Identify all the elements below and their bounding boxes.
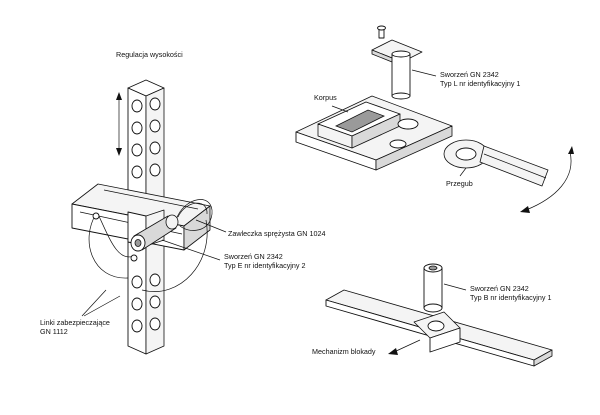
pin-type-l [371, 25, 423, 100]
height-adjustment-assembly [71, 79, 227, 355]
label-joint: Przegub [446, 179, 473, 188]
locking-direction-arrow [388, 339, 421, 355]
label-cables-line1: Linki zabezpieczające [40, 318, 110, 327]
label-cables-line2: GN 1112 [40, 327, 68, 336]
body-joint-assembly [295, 25, 574, 213]
rod-end-joint [443, 139, 549, 187]
safety-cables [88, 212, 208, 292]
rotation-arrow [520, 146, 574, 213]
label-spring-pin: Zawleczka sprężysta GN 1024 [228, 229, 325, 238]
pin-type-b [423, 263, 443, 313]
label-body: Korpus [314, 93, 337, 102]
label-pin-b-title: Sworzeń GN 2342 [470, 284, 529, 293]
pin-type-e [130, 214, 179, 252]
label-pin-e-title: Sworzeń GN 2342 [224, 252, 283, 261]
height-adjustment-arrow [116, 92, 122, 156]
labels: Regulacja wysokości Korpus Sworzeń GN 23… [40, 50, 552, 356]
label-pin-b-type: Typ B nr identyfikacyjny 1 [470, 293, 552, 302]
spring-pin [175, 199, 213, 231]
label-pin-l-title: Sworzeń GN 2342 [440, 70, 499, 79]
label-height-adjustment: Regulacja wysokości [116, 50, 183, 59]
label-pin-e-type: Typ E nr identyfikacyjny 2 [224, 261, 306, 270]
label-locking: Mechanizm blokady [312, 347, 376, 356]
label-pin-l-type: Typ L nr identyfikacyjny 1 [440, 79, 520, 88]
locking-mechanism-assembly [325, 263, 553, 367]
